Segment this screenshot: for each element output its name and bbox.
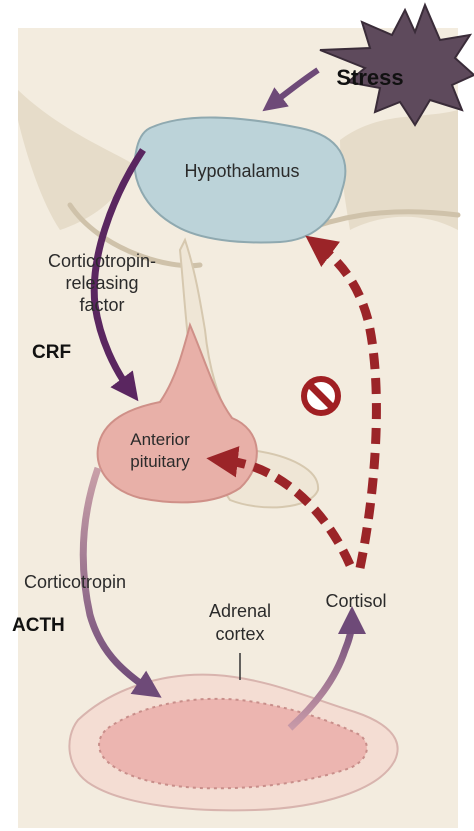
no-symbol-icon — [304, 379, 338, 413]
hypothalamus-label: Hypothalamus — [184, 161, 299, 181]
pituitary-label-line1: Anterior — [130, 430, 190, 449]
pituitary-label-line2: pituitary — [130, 452, 190, 471]
crf-label-line1: Corticotropin- — [48, 251, 156, 271]
crf-label-line3: factor — [79, 295, 124, 315]
adrenal-label-line2: cortex — [215, 624, 264, 644]
acth-name-label: Corticotropin — [24, 572, 126, 592]
cortisol-label: Cortisol — [325, 591, 386, 611]
stress-label: Stress — [336, 65, 403, 90]
acth-abbreviation: ACTH — [12, 615, 65, 636]
crf-abbreviation: CRF — [32, 342, 71, 363]
crf-label-line2: releasing — [65, 273, 138, 293]
adrenal-label-line1: Adrenal — [209, 601, 271, 621]
